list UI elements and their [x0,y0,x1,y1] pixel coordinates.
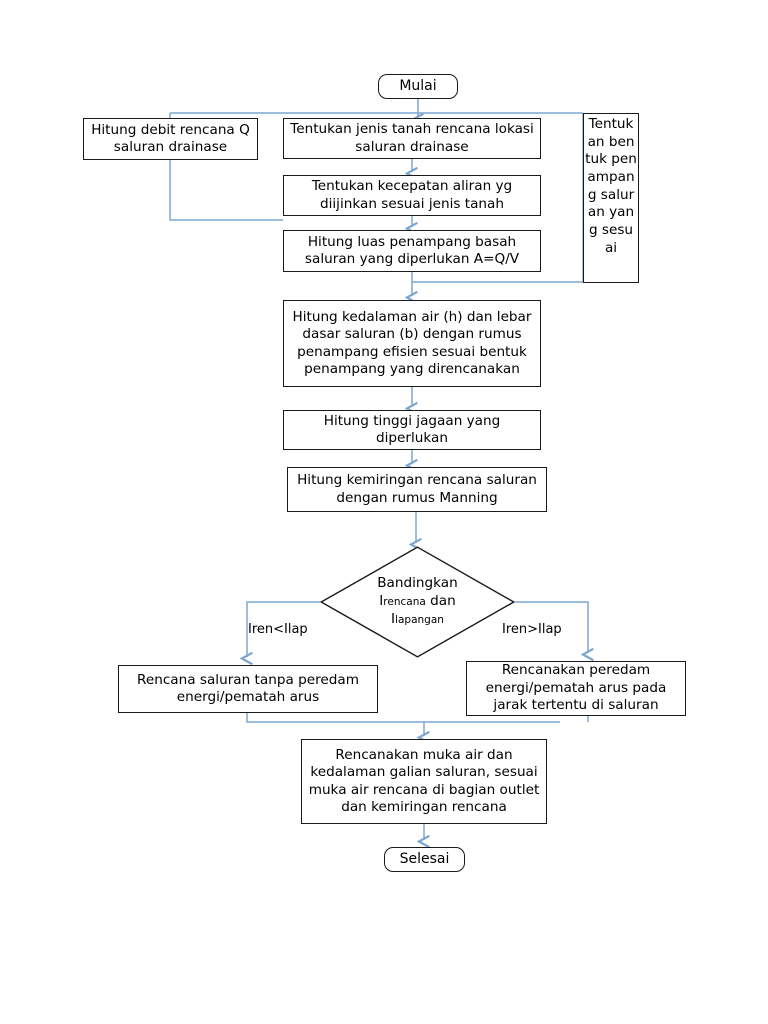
decision-line-2-pre: I [379,593,384,610]
node-rencana-tanpa-peredam-label: Rencana saluran tanpa peredam energi/pem… [137,671,359,705]
decision-line-2-sub: rencana [383,596,426,609]
node-start[interactable]: Mulai [378,74,458,99]
node-start-label: Mulai [399,77,437,94]
node-hitung-debit[interactable]: Hitung debit rencana Q saluran drainase [83,118,258,160]
node-tentukan-jenis-tanah[interactable]: Tentukan jenis tanah rencana lokasi salu… [283,118,541,159]
node-rencanakan-muka-air-label: Rencanakan muka air dan kedalaman galian… [308,746,540,815]
node-tentukan-bentuk-penampang-label: Tentukan bentuk penampang saluran yang s… [585,116,637,256]
decision-line-3: Ilapangan [391,611,444,629]
node-rencanakan-muka-air[interactable]: Rencanakan muka air dan kedalaman galian… [301,739,547,824]
edge-label-iren-less-ilap: Iren<Ilap [248,622,308,637]
node-bandingkan-label-group: Bandingkan Irencana dan Ilapangan [320,546,515,658]
node-rencanakan-peredam[interactable]: Rencanakan peredam energi/pematah arus p… [466,661,686,716]
node-hitung-debit-label: Hitung debit rencana Q saluran drainase [91,121,250,155]
node-hitung-kedalaman[interactable]: Hitung kedalaman air (h) dan lebar dasar… [283,300,541,387]
node-end[interactable]: Selesai [384,847,465,872]
decision-line-2: Irencana dan [379,593,455,611]
node-end-label: Selesai [399,850,450,867]
node-tentukan-kecepatan-label: Tentukan kecepatan aliran yg diijinkan s… [311,178,513,212]
node-hitung-kedalaman-label: Hitung kedalaman air (h) dan lebar dasar… [292,308,532,377]
node-rencana-tanpa-peredam[interactable]: Rencana saluran tanpa peredam energi/pem… [118,665,378,713]
node-hitung-kemiringan-manning[interactable]: Hitung kemiringan rencana saluran dengan… [287,467,547,512]
node-hitung-luas-penampang-label: Hitung luas penampang basah saluran yang… [304,233,520,267]
node-hitung-tinggi-jagaan-label: Hitung tinggi jagaan yang diperlukan [323,412,501,446]
decision-line-3-pre: I [391,610,396,627]
node-hitung-tinggi-jagaan[interactable]: Hitung tinggi jagaan yang diperlukan [283,410,541,450]
decision-line-1: Bandingkan [377,575,458,592]
node-tentukan-kecepatan[interactable]: Tentukan kecepatan aliran yg diijinkan s… [283,175,541,216]
node-tentukan-bentuk-penampang[interactable]: Tentukan bentuk penampang saluran yang s… [583,113,639,283]
node-hitung-kemiringan-manning-label: Hitung kemiringan rencana saluran dengan… [297,472,537,506]
edge-label-iren-greater-ilap: Iren>Ilap [502,622,562,637]
decision-line-2-post: dan [425,593,456,610]
decision-line-3-sub: lapangan [395,613,444,626]
diamond-shape-icon [320,546,515,658]
node-tentukan-jenis-tanah-label: Tentukan jenis tanah rencana lokasi salu… [290,121,534,155]
node-rencanakan-peredam-label: Rencanakan peredam energi/pematah arus p… [485,662,667,714]
node-bandingkan-decision[interactable]: Bandingkan Irencana dan Ilapangan [320,546,515,658]
node-hitung-luas-penampang[interactable]: Hitung luas penampang basah saluran yang… [283,230,541,272]
